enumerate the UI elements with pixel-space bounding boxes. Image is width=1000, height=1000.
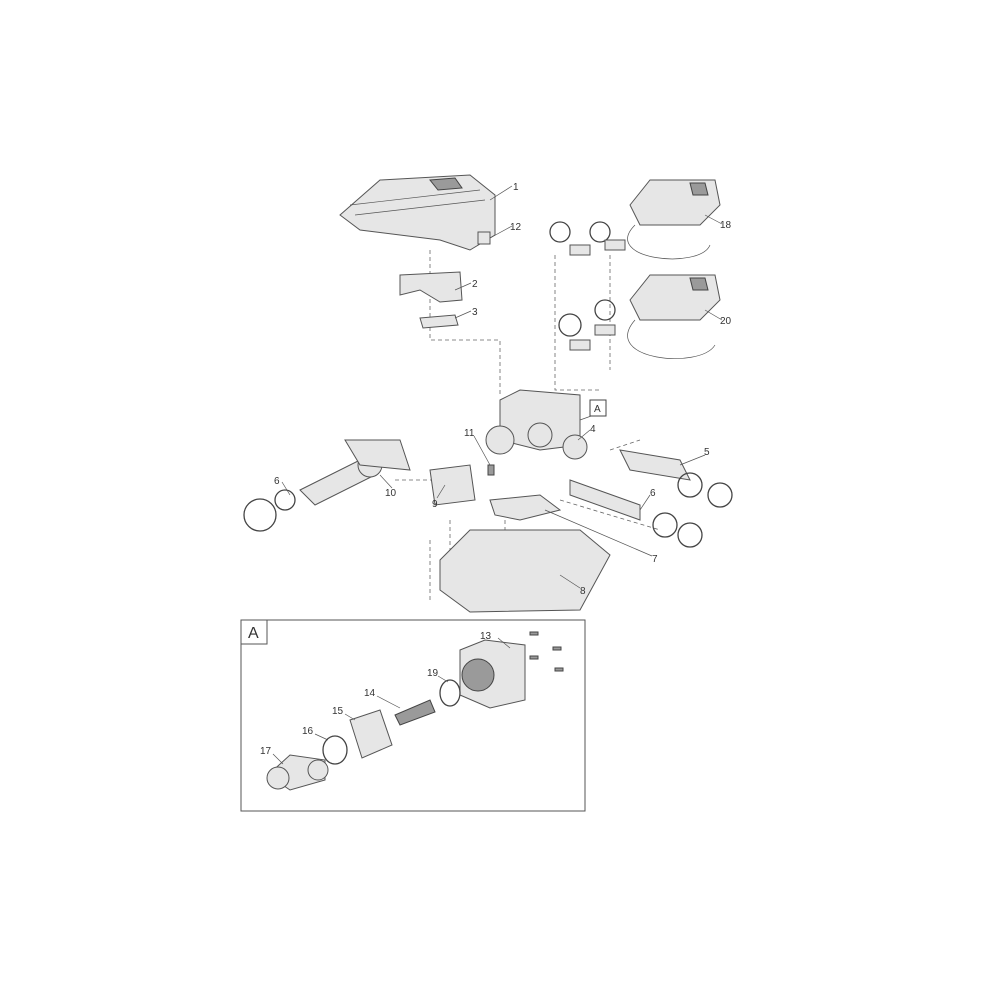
detail-inset-a: A 13 19 14 15 16 17 (240, 619, 586, 812)
callout-19: 19 (427, 668, 439, 679)
detail-title: A (248, 625, 259, 642)
part-10-cover (344, 439, 411, 471)
part-7-mount (489, 494, 562, 521)
left-hose-assembly (243, 439, 411, 532)
part-3-plate (419, 314, 459, 329)
callout-20: 20 (720, 316, 732, 327)
part-11-screw (487, 464, 495, 476)
part-13-screws (529, 631, 564, 672)
callout-6-right: 6 (650, 488, 656, 499)
part-14-impeller (394, 699, 436, 726)
callout-15: 15 (332, 706, 344, 717)
part-1-cover (339, 174, 496, 251)
callout-9: 9 (432, 499, 438, 510)
part-15-flange (349, 709, 393, 759)
callout-3: 3 (472, 307, 478, 318)
right-hose-assembly (569, 449, 733, 548)
pump-motor-assembly (485, 389, 588, 460)
part-20-controller (558, 274, 721, 359)
callout-12: 12 (510, 222, 522, 233)
part-19-oring (439, 679, 461, 707)
callout-8: 8 (580, 586, 586, 597)
part-9-gasket (429, 464, 476, 506)
callout-14: 14 (364, 688, 376, 699)
callout-16: 16 (302, 726, 314, 737)
callout-4: 4 (590, 424, 596, 435)
part-12-clip (477, 231, 491, 245)
callout-6-left: 6 (274, 476, 280, 487)
callout-labels: 1 12 18 20 2 3 11 4 5 6 10 9 6 7 8 (274, 182, 732, 597)
callout-10: 10 (385, 488, 397, 499)
callout-5: 5 (704, 447, 710, 458)
part-8-base (439, 529, 611, 613)
part-4-union (562, 434, 588, 460)
callout-13: 13 (480, 631, 492, 642)
part-18-controller (549, 179, 721, 260)
detail-ref-box (589, 399, 607, 417)
callout-17: 17 (260, 746, 272, 757)
callout-18: 18 (720, 220, 732, 231)
callout-1: 1 (513, 182, 519, 193)
part-2-bracket (399, 271, 463, 303)
callout-11: 11 (464, 428, 475, 439)
callout-7: 7 (652, 554, 658, 565)
detail-ref-label: A (594, 404, 601, 415)
callout-2: 2 (472, 279, 478, 290)
part-16-oring (322, 735, 348, 765)
leader-lines (281, 185, 723, 589)
